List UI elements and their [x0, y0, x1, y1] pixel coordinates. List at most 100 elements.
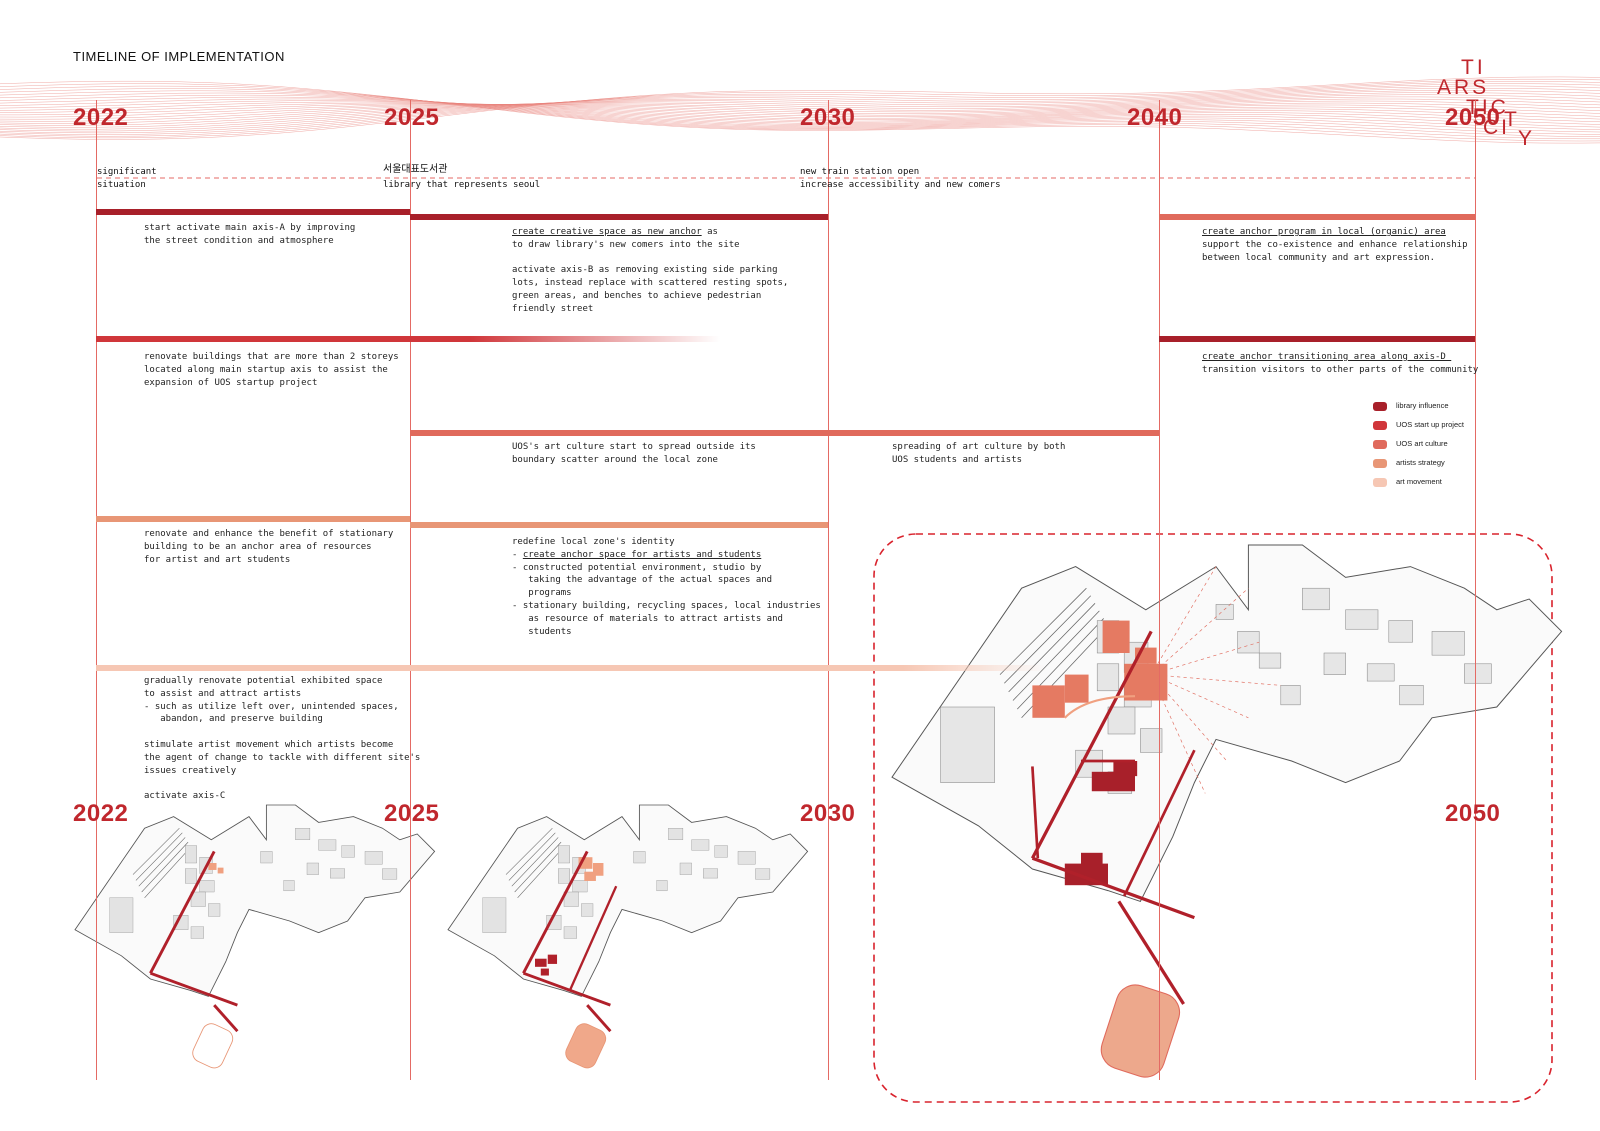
wave-lines — [0, 76, 1600, 144]
text-anchor-program: create anchor program in local (organic)… — [1202, 226, 1468, 264]
year-2022-top: 2022 — [73, 104, 129, 131]
year-2030-top: 2030 — [800, 104, 856, 131]
vline-2040 — [1159, 100, 1160, 1080]
wave-line — [0, 98, 1600, 125]
wave-line — [0, 94, 1600, 126]
bar-artists-2025 — [410, 522, 828, 528]
year-2050-bottom: 2050 — [1445, 800, 1501, 827]
bar-artists-2022 — [96, 516, 410, 522]
2050-map-frame — [873, 533, 1553, 1103]
legend-label: UOS art culture — [1396, 439, 1448, 448]
site-map-2022 — [74, 804, 436, 1069]
text-art-culture-spread: spreading of art culture by both UOS stu… — [892, 442, 1066, 465]
legend-label: artists strategy — [1396, 458, 1445, 467]
text-anchor-program-rest: support the co-existence and enhance rel… — [1202, 239, 1468, 263]
wave-line — [0, 101, 1600, 120]
text-renovate-buildings: renovate buildings that are more than 2 … — [144, 352, 399, 388]
year-2030-bottom: 2030 — [800, 800, 856, 827]
legend-label: art movement — [1396, 477, 1442, 486]
page-title: TIMELINE OF IMPLEMENTATION — [73, 49, 285, 64]
situation-train: new train station open increase accessib… — [800, 167, 1001, 190]
text-local-identity-underlined: create anchor space for artists and stud… — [522, 549, 762, 560]
legend-uos-art: UOS art culture — [1373, 439, 1448, 451]
wave-line — [0, 83, 1600, 142]
text-stationary-building: renovate and enhance the benefit of stat… — [144, 529, 394, 565]
text-uos-art-spread: UOS's art culture start to spread outsid… — [512, 442, 756, 465]
bar-uos-art-2040 — [1159, 214, 1475, 220]
bar-library-2025 — [410, 214, 828, 220]
text-creative-space-underlined: create creative space as new anchor — [512, 227, 702, 237]
site-map-2050 — [891, 544, 1563, 1078]
text-creative-space: create creative space as new anchor as t… — [512, 226, 788, 316]
legend-artists-strategy: artists strategy — [1373, 458, 1445, 470]
wave-line — [0, 92, 1600, 133]
text-anchor-program-underlined: create anchor program in local (organic)… — [1202, 227, 1446, 237]
bar-uos-art — [410, 430, 1159, 436]
wave-line — [0, 98, 1600, 122]
legend-swatch — [1373, 439, 1387, 449]
situation-label: significant situation — [97, 167, 157, 190]
wave-line — [0, 90, 1600, 135]
text-exhibited-space: gradually renovate potential exhibited s… — [144, 676, 421, 802]
wave-line — [0, 83, 1600, 135]
vline-2050 — [1475, 100, 1476, 1080]
logo-line-5: Y — [1518, 127, 1536, 150]
wave-line — [0, 80, 1600, 144]
bar-library-2022 — [96, 209, 410, 215]
text-local-identity-a: redefine local zone's identity - — [512, 537, 675, 560]
text-local-identity: redefine local zone's identity - create … — [512, 536, 821, 638]
legend-label: UOS start up project — [1396, 420, 1464, 429]
wave-line — [0, 92, 1600, 128]
year-2022-bottom: 2022 — [73, 800, 129, 827]
text-axis-d: create anchor transitioning area along a… — [1202, 351, 1478, 377]
vline-2022 — [96, 100, 97, 1080]
vline-2030 — [828, 100, 829, 1080]
wave-line — [0, 102, 1600, 118]
situation-korean: 서울대표도서관 — [383, 164, 448, 175]
logo-line-6: T — [1504, 108, 1520, 131]
wave-line — [0, 88, 1600, 137]
text-axis-d-rest: transition visitors to other parts of th… — [1202, 364, 1479, 375]
year-2050-top: 2050 — [1445, 104, 1501, 131]
year-2040-top: 2040 — [1127, 104, 1183, 131]
text-axis-d-underlined: create anchor transitioning area along a… — [1202, 352, 1452, 362]
wave-line — [0, 100, 1600, 120]
legend-swatch — [1373, 477, 1387, 487]
wave-line — [0, 102, 1600, 119]
legend-uos-startup: UOS start up project — [1373, 420, 1464, 432]
legend-swatch — [1373, 458, 1387, 468]
wave-line — [0, 100, 1600, 123]
wave-line — [0, 94, 1600, 130]
legend-swatch — [1373, 420, 1387, 430]
wave-line — [0, 96, 1600, 128]
wave-line — [0, 78, 1600, 139]
logo-line-1: TI — [1461, 56, 1486, 79]
legend-library-influence: library influence — [1373, 401, 1449, 413]
bar-library-2040 — [1159, 336, 1475, 342]
year-2025-top: 2025 — [384, 104, 440, 131]
vline-2025 — [410, 100, 411, 1080]
wave-line — [0, 103, 1600, 118]
situation-library: library that represents seoul — [383, 180, 541, 190]
legend-art-movement: art movement — [1373, 477, 1442, 489]
legend-swatch — [1373, 401, 1387, 411]
logo-line-4: CI — [1483, 116, 1510, 139]
logo-line-2: ARS — [1437, 76, 1490, 99]
bar-art-movement — [96, 665, 1046, 671]
bar-startup — [96, 336, 720, 342]
text-creative-space-rest: as to draw library's new comers into the… — [512, 227, 789, 314]
wave-line — [0, 90, 1600, 130]
text-local-identity-b: - constructed potential environment, stu… — [512, 562, 821, 637]
wave-line — [0, 96, 1600, 124]
wave-line — [0, 76, 1600, 140]
wave-line — [0, 85, 1600, 140]
text-axis-a: start activate main axis-A by improving … — [144, 223, 356, 246]
wave-line — [0, 81, 1600, 137]
site-map-2025 — [447, 804, 809, 1069]
wave-line — [0, 87, 1600, 132]
year-2025-bottom: 2025 — [384, 800, 440, 827]
legend-label: library influence — [1396, 401, 1449, 410]
wave-line — [0, 85, 1600, 134]
